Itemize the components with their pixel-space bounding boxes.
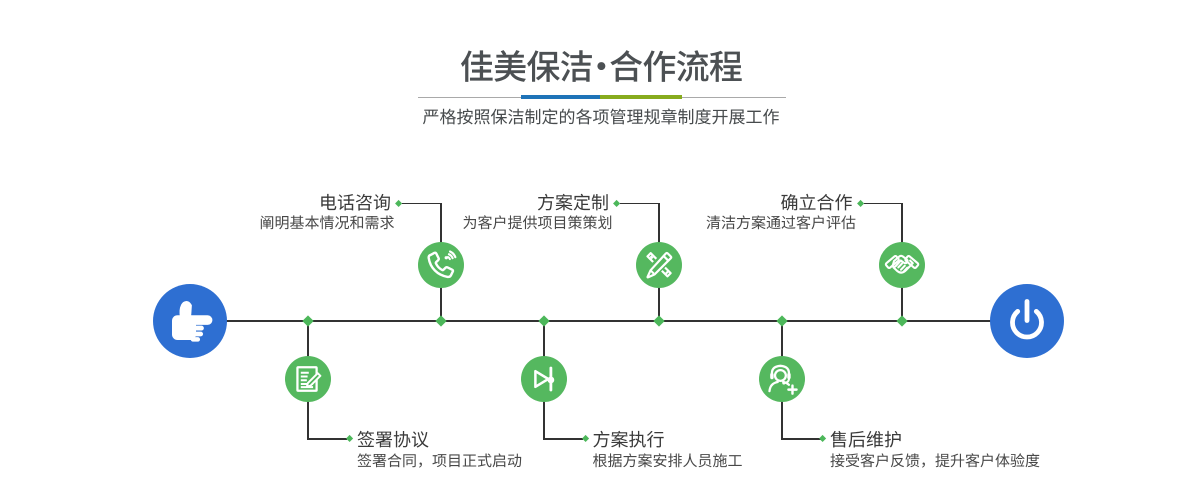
headset-node xyxy=(759,356,805,402)
step-desc: 根据方案安排人员施工 xyxy=(592,449,743,471)
connector-contract-h xyxy=(307,438,348,440)
page-title: 佳美保洁·合作流程 xyxy=(459,40,743,89)
step-label-plan: 方案定制 为客户提供项目策策划 xyxy=(462,191,612,233)
connector-handshake-h xyxy=(863,202,903,204)
step-label-phone: 电话咨询 阐明基本情况和需求 xyxy=(259,191,394,233)
handshake-icon xyxy=(881,249,923,281)
pencil-ruler-node xyxy=(636,242,682,288)
junction-diamond xyxy=(538,315,550,327)
step-label-execute: 方案执行 根据方案安排人员施工 xyxy=(593,428,743,471)
step-desc: 接受客户反馈，提升客户体验度 xyxy=(830,449,1041,471)
hand-point-right-icon xyxy=(153,284,227,358)
step-title: 确立合作 xyxy=(780,189,853,215)
label-diamond xyxy=(581,435,590,443)
junction-diamond xyxy=(435,315,447,327)
step-desc: 为客户提供项目策策划 xyxy=(462,212,613,233)
headset-plus-icon xyxy=(764,361,800,397)
junction-diamond xyxy=(776,315,788,327)
end-node xyxy=(990,284,1064,358)
step-title: 方案定制 xyxy=(537,189,609,215)
connector-phone-h xyxy=(402,202,441,204)
junction-diamond xyxy=(302,315,314,327)
junction-diamond xyxy=(896,315,908,327)
divider-blue-segment xyxy=(521,95,600,100)
divider-green-segment xyxy=(600,95,682,100)
step-desc: 清洁方案通过客户评估 xyxy=(705,212,856,233)
handshake-node xyxy=(879,242,925,288)
label-diamond xyxy=(346,435,354,443)
step-desc: 签署合同，项目正式启动 xyxy=(357,449,523,471)
connector-play-h xyxy=(543,438,584,440)
step-title: 方案执行 xyxy=(592,425,665,452)
play-next-icon xyxy=(526,361,562,397)
step-label-aftersale: 售后维护 接受客户反馈，提升客户体验度 xyxy=(830,428,1040,471)
label-diamond xyxy=(856,199,865,207)
contract-node xyxy=(285,356,331,402)
pencil-ruler-icon xyxy=(641,247,677,283)
junction-diamond xyxy=(653,315,665,327)
phone-node xyxy=(418,242,464,288)
start-node xyxy=(153,284,227,358)
phone-icon xyxy=(423,247,459,283)
page-subtitle: 严格按照保洁制定的各项管理规章制度开展工作 xyxy=(422,103,780,128)
step-label-sign: 签署协议 签署合同，项目正式启动 xyxy=(357,428,522,471)
connector-headset-h xyxy=(781,438,822,440)
connector-pencil-h xyxy=(620,202,659,204)
timeline-line xyxy=(226,320,991,322)
step-title: 电话咨询 xyxy=(319,189,391,215)
label-diamond xyxy=(395,199,403,207)
label-diamond xyxy=(819,435,827,443)
label-diamond xyxy=(613,199,621,207)
play-node xyxy=(521,356,567,402)
step-title: 售后维护 xyxy=(830,425,902,452)
step-desc: 阐明基本情况和需求 xyxy=(259,212,395,233)
step-title: 签署协议 xyxy=(357,425,429,452)
power-icon xyxy=(990,284,1064,358)
step-label-cooperate: 确立合作 清洁方案通过客户评估 xyxy=(706,191,856,233)
contract-icon xyxy=(290,361,326,397)
